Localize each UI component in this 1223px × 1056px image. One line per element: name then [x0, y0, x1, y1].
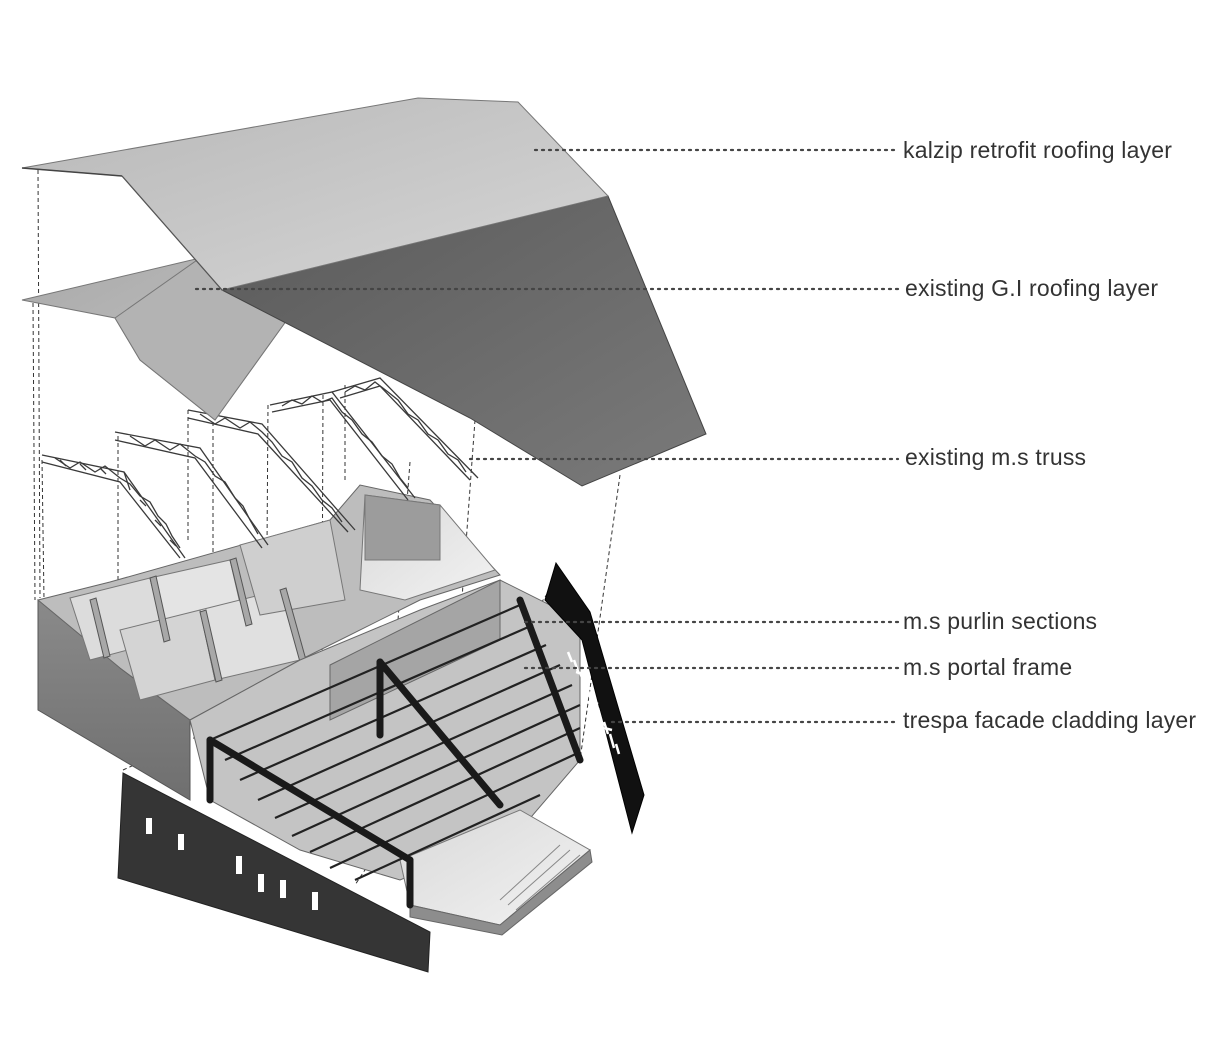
label-kalzip-retrofit-roofing-layer: kalzip retrofit roofing layer — [903, 137, 1173, 163]
leader-lines — [194, 148, 900, 724]
label-ms-portal-frame: m.s portal frame — [903, 654, 1073, 680]
label-ms-purlin-sections: m.s purlin sections — [903, 608, 1098, 634]
label-trespa-facade-cladding-layer: trespa facade cladding layer — [903, 707, 1197, 733]
kalzip-roof — [21, 97, 707, 487]
left-cladding-panel — [117, 772, 431, 973]
portal-frame-and-purlins — [206, 596, 584, 909]
building-shell — [36, 484, 593, 936]
label-existing-gi-roofing-layer: existing G.I roofing layer — [905, 275, 1159, 301]
ms-trusses — [41, 377, 479, 559]
trespa-facade-panel — [544, 561, 645, 835]
label-existing-ms-truss: existing m.s truss — [905, 444, 1087, 470]
